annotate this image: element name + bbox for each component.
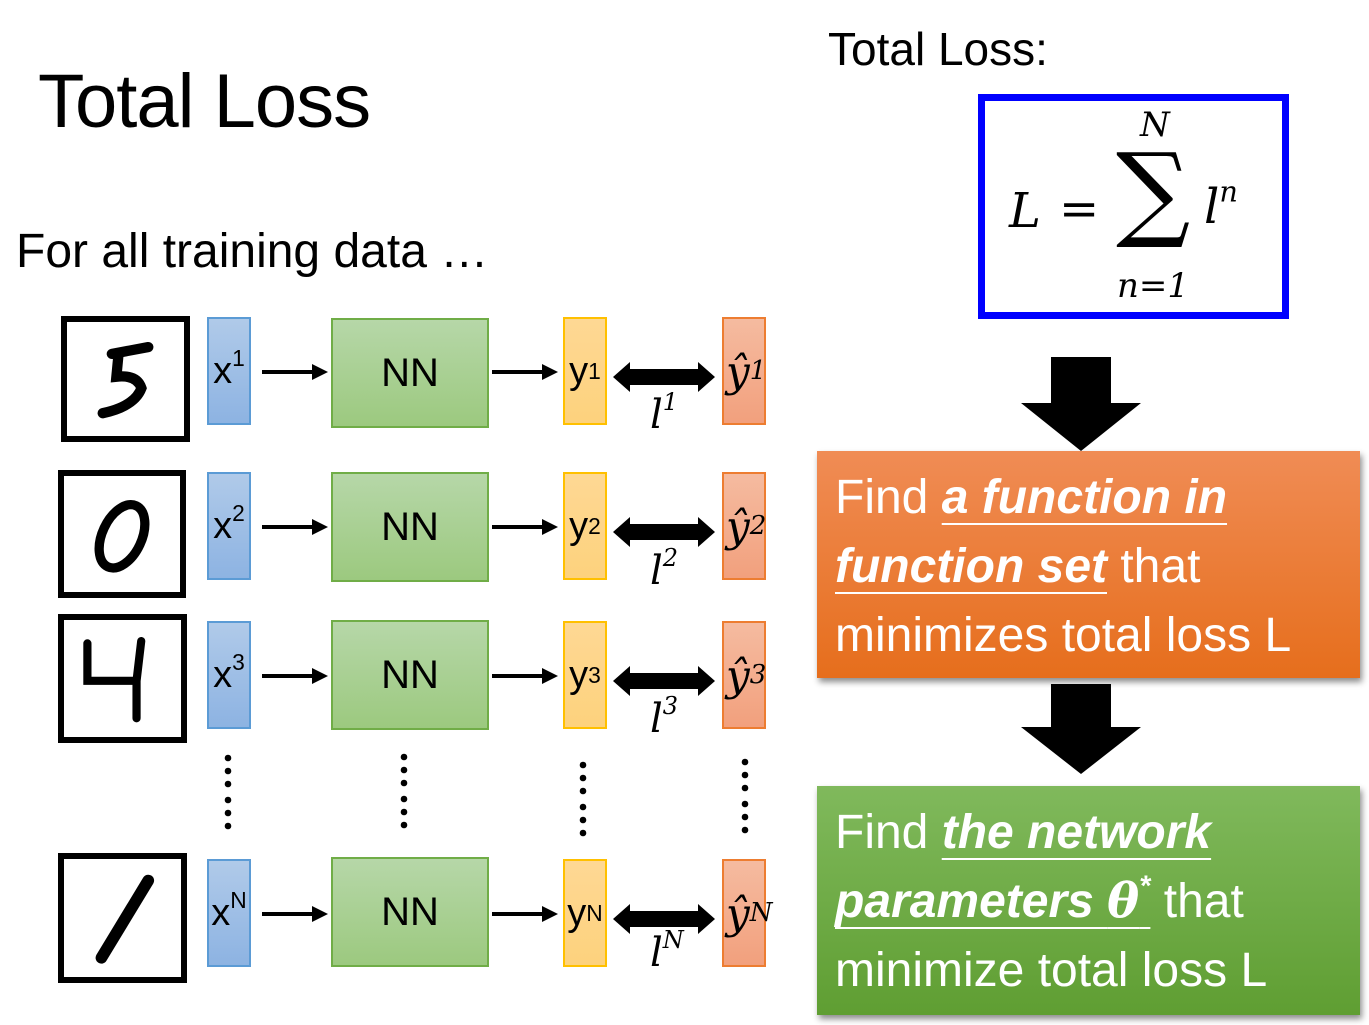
arrowhead-icon [542,668,558,684]
ellipsis-dot [741,771,749,779]
formula-lower-limit: n=1 [1117,266,1190,306]
ellipsis-dot [400,779,408,787]
ellipsis-dot [741,758,749,766]
digit-4-icon [83,636,146,723]
neural-network-box: NN [331,857,489,967]
ellipsis-dot [224,767,232,775]
arrowhead-icon [312,519,328,535]
double-arrow-icon [613,517,715,547]
arrowhead-icon [542,519,558,535]
ellipsis-dot [400,753,408,761]
double-arrow-icon [613,362,715,392]
digit-5-icon [97,341,154,419]
input-vector-box: x1 [207,317,251,425]
arrowhead-icon [542,364,558,380]
input-vector-box: x2 [207,472,251,580]
ellipsis-dot [741,800,749,808]
ellipsis-dot [579,761,587,769]
total-loss-label: Total Loss: [828,23,1048,75]
ellipsis-dot [224,780,232,788]
ellipsis-dot [579,774,587,782]
loss-label: l3 [650,692,679,742]
input-vector-box: xN [207,859,251,967]
ellipsis-dot [741,784,749,792]
ellipsis-dot [400,808,408,816]
formula-term: ln [1204,174,1238,235]
step2-emph-line2: parameters θ* [835,870,1151,929]
step2-line1: Find the network [835,806,1212,859]
step-find-function-box: Find a function in function set that min… [817,451,1360,678]
ellipsis-dot [579,803,587,811]
ellipsis-dot [741,813,749,821]
ellipsis-dot [224,754,232,762]
sigma-icon: ∑ [1116,130,1191,252]
digit-1-icon [95,874,155,964]
down-arrow-icon [1021,357,1141,451]
step1-line1: Find a function in [835,471,1228,524]
mnist-digit-image [61,316,190,442]
arrowhead-icon [312,364,328,380]
arrowhead-icon [312,906,328,922]
digit-0-icon [94,500,150,573]
step-find-parameters-box: Find the network parameters θ* that mini… [817,786,1360,1015]
ellipsis-dot [400,821,408,829]
neural-network-box: NN [331,318,489,428]
formula-upper-limit: N [1140,105,1170,145]
step1-line3: minimizes total loss L [835,609,1292,662]
ellipsis-dot [579,829,587,837]
step2-line2: parameters θ* that [835,870,1244,929]
step1-line2: function set that [835,540,1201,593]
neural-network-box: NN [331,620,489,730]
arrowhead-icon [312,668,328,684]
slide-title: Total Loss [38,59,371,144]
neural-network-box: NN [331,472,489,582]
ellipsis-dot [579,787,587,795]
down-arrow-icon [1021,684,1141,774]
double-arrow-icon [613,666,715,696]
input-label: x1 [213,344,245,392]
loss-label: l2 [650,544,679,594]
mnist-digit-image [58,853,187,983]
ellipsis-dot [224,809,232,817]
total-loss-formula: L = ∑ N n=1 ln [978,94,1289,319]
formula-lhs: L [1009,183,1041,239]
slide-subtitle: For all training data … [16,225,489,278]
mnist-digit-image [58,470,186,598]
ellipsis-dot [579,816,587,824]
ellipsis-dot [224,822,232,830]
mnist-digit-image [58,614,187,743]
input-vector-box: x3 [207,621,251,729]
ellipsis-dot [400,795,408,803]
step2-line3: minimize total loss L [835,944,1268,997]
double-arrow-icon [613,904,715,934]
ellipsis-dot [224,796,232,804]
formula-equals: = [1059,181,1100,237]
ellipsis-dot [741,826,749,834]
loss-label: lN [650,926,684,976]
loss-label: l1 [650,388,679,438]
ellipsis-dot [400,766,408,774]
arrowhead-icon [542,906,558,922]
